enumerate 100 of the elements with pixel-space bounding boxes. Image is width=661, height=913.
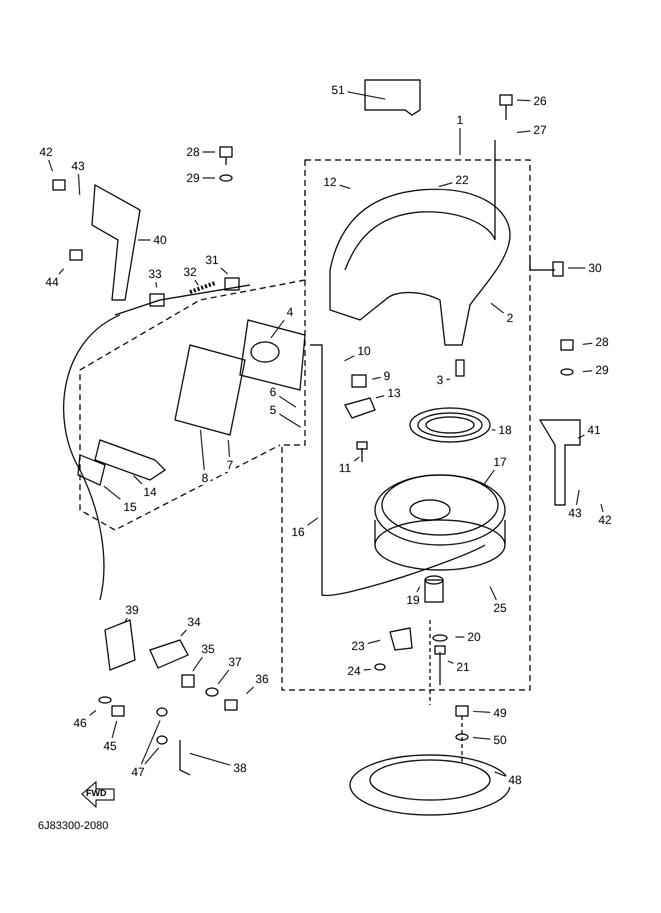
callout-number: 4	[284, 305, 296, 319]
leader-line	[582, 342, 593, 345]
callout-number: 19	[404, 593, 422, 607]
leader-line	[516, 130, 531, 133]
callout-number: 48	[506, 773, 524, 787]
callout-number: 43	[566, 506, 584, 520]
callout-number: 31	[203, 253, 221, 267]
callout-number: 38	[231, 761, 249, 775]
leader-line	[472, 710, 491, 713]
callout-number: 35	[199, 642, 217, 656]
callout-number: 36	[253, 672, 271, 686]
leader-line	[307, 517, 318, 526]
callout-number: 7	[224, 458, 236, 472]
callout-number: 14	[141, 485, 159, 499]
callout-number: 49	[491, 706, 509, 720]
leader-line	[228, 440, 230, 458]
callout-number: 30	[586, 261, 604, 275]
leader-line	[103, 486, 121, 500]
leader-line	[447, 660, 454, 664]
callout-number: 27	[531, 123, 549, 137]
leader-line	[156, 282, 158, 288]
leader-line	[124, 618, 128, 624]
leader-line	[339, 184, 351, 189]
callout-number: 50	[491, 733, 509, 747]
callout-number: 34	[185, 615, 203, 629]
callout-number: 47	[129, 765, 147, 779]
callout-number: 24	[345, 664, 363, 678]
leader-line	[363, 668, 372, 671]
leader-line	[220, 268, 228, 274]
callout-number: 12	[321, 175, 339, 189]
callout-number: 18	[496, 423, 514, 437]
leader-line	[218, 670, 230, 685]
callout-number: 15	[121, 500, 139, 514]
callout-number: 42	[596, 513, 614, 527]
callout-number: 46	[71, 716, 89, 730]
leader-line	[438, 182, 453, 188]
callout-number: 33	[146, 267, 164, 281]
callout-number: 20	[465, 630, 483, 644]
leader-line	[180, 630, 187, 636]
leader-line	[278, 396, 296, 408]
leader-line	[144, 747, 160, 764]
leader-line	[354, 456, 360, 462]
leader-line	[372, 376, 382, 380]
part-number: 6J83300-2080	[38, 820, 108, 832]
callout-number: 8	[200, 471, 210, 485]
callout-number: 28	[593, 335, 611, 349]
leader-line	[89, 710, 96, 716]
leader-line	[516, 100, 531, 102]
fwd-label: FWD	[86, 788, 106, 798]
callout-number: 37	[226, 655, 244, 669]
callout-number: 1	[454, 113, 466, 127]
leader-line	[600, 504, 604, 512]
leader-line	[270, 320, 285, 338]
leader-line	[194, 280, 199, 286]
callout-number: 25	[491, 601, 509, 615]
callout-number: 28	[184, 145, 202, 159]
callout-number: 5	[268, 403, 278, 417]
leader-line	[576, 489, 580, 506]
callout-number: 43	[69, 159, 87, 173]
callout-number: 21	[454, 660, 472, 674]
leader-line	[133, 475, 142, 484]
callout-number: 45	[101, 739, 119, 753]
callout-number: 17	[491, 455, 509, 469]
leader-line	[278, 413, 302, 428]
leader-line	[494, 771, 506, 777]
callout-number: 11	[336, 461, 354, 475]
leader-line	[472, 736, 491, 740]
callout-number: 32	[181, 265, 199, 279]
leader-line	[58, 268, 64, 274]
leader-line	[482, 470, 495, 486]
leader-line	[112, 720, 118, 738]
callout-number: 39	[123, 603, 141, 617]
callout-number: 9	[382, 369, 392, 383]
leader-line	[189, 752, 231, 766]
callout-number: 29	[184, 171, 202, 185]
leader-line	[192, 656, 203, 672]
callout-number: 6	[268, 385, 278, 399]
leader-line	[578, 434, 585, 439]
leader-line	[446, 378, 451, 380]
leader-line	[376, 395, 385, 398]
leader-line	[246, 686, 254, 694]
leader-line	[582, 370, 593, 372]
leader-line	[454, 636, 465, 638]
leader-line	[48, 160, 53, 172]
leader-line	[140, 720, 161, 764]
callout-number: 13	[385, 386, 403, 400]
leader-line	[367, 640, 381, 644]
leader-line	[347, 91, 386, 100]
callout-number: 2	[504, 311, 516, 325]
callout-number: 29	[593, 363, 611, 377]
leader-line	[490, 302, 504, 314]
callout-number: 22	[453, 173, 471, 187]
leader-line	[200, 429, 205, 470]
leader-line	[416, 586, 420, 592]
callout-number: 3	[434, 373, 446, 387]
callout-number: 26	[531, 94, 549, 108]
callout-number: 44	[43, 275, 61, 289]
leader-line	[78, 174, 80, 196]
leader-line	[344, 355, 355, 362]
leader-line	[490, 586, 497, 600]
